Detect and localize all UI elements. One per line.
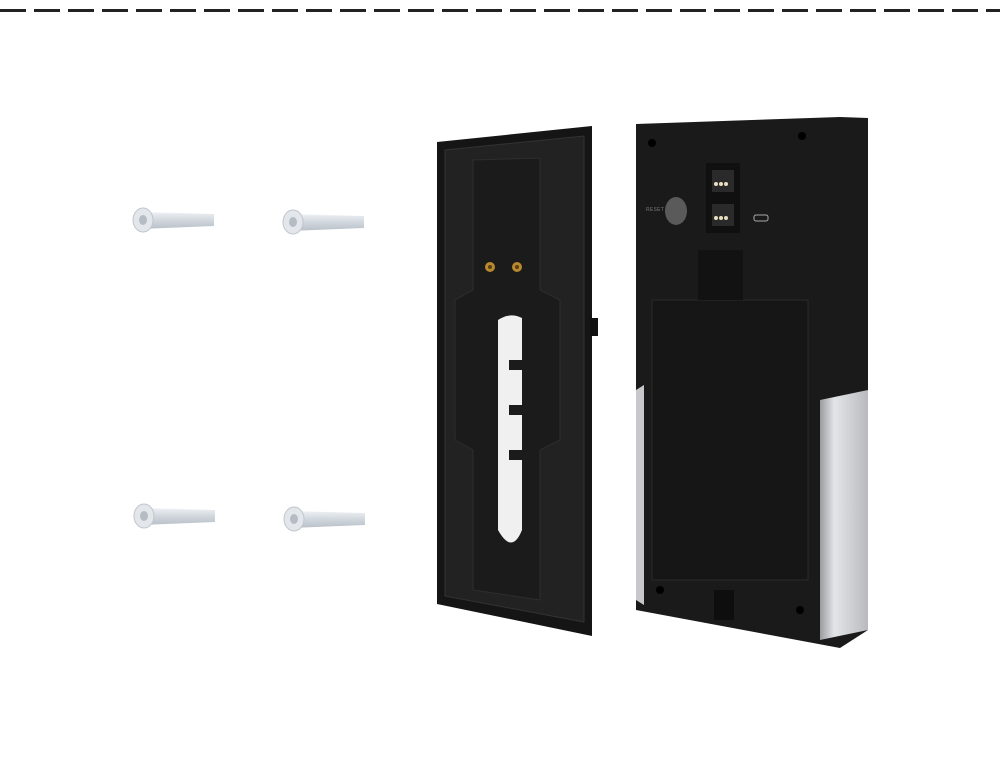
wall-anchor — [282, 209, 364, 235]
reset-button — [665, 197, 687, 225]
wall-anchor — [132, 207, 214, 233]
wall-anchor — [283, 506, 365, 532]
mounting-plate — [437, 126, 598, 636]
wall-anchor — [133, 503, 215, 529]
dashed-divider — [0, 9, 1000, 12]
reset-label: RESET — [646, 207, 665, 213]
doorbell-body — [636, 117, 868, 648]
